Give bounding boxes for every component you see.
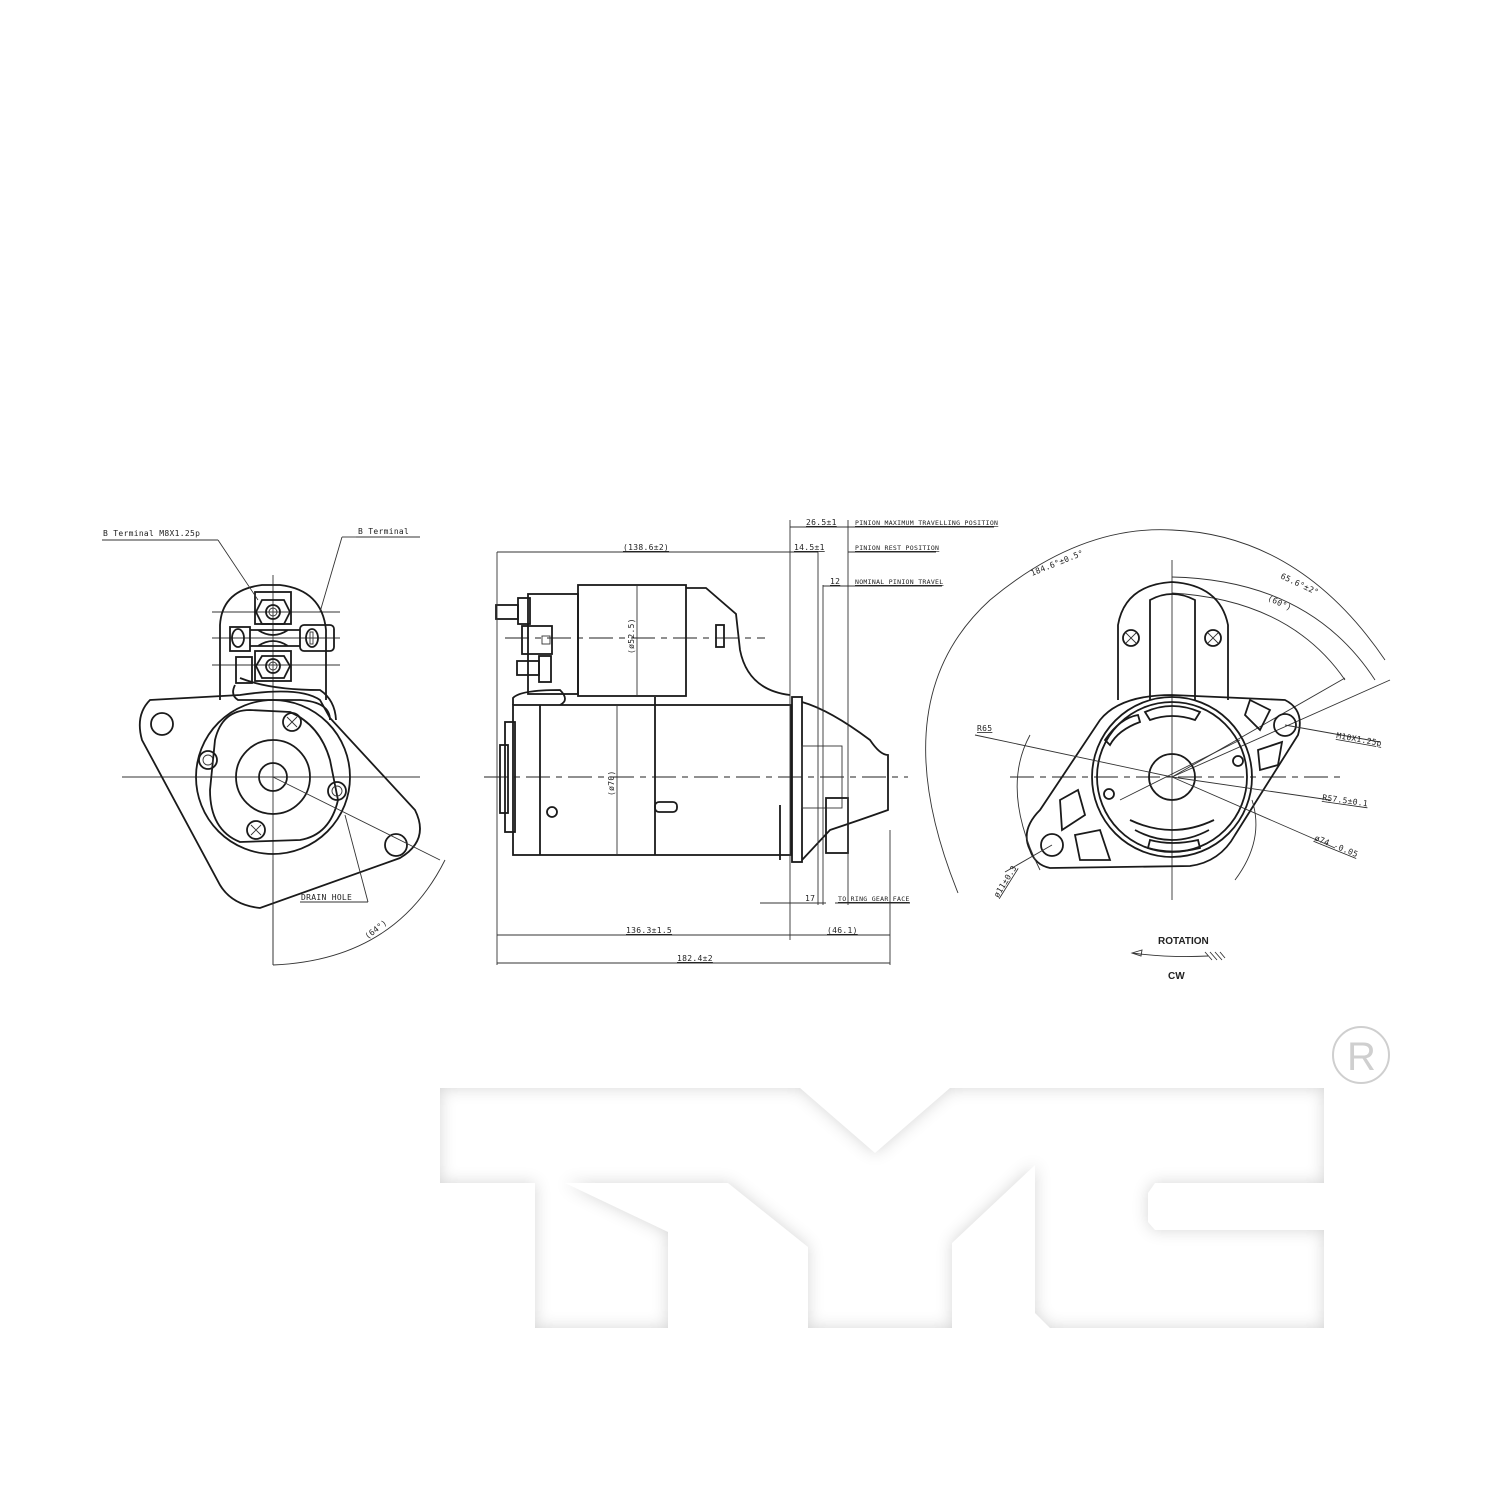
rotation-label: ROTATION bbox=[1158, 936, 1209, 947]
dim-nose-length: (46.1) bbox=[827, 926, 858, 935]
side-view bbox=[484, 520, 994, 965]
dim-r65: R65 bbox=[977, 724, 992, 733]
note-pinion-max: PINION MAXIMUM TRAVELLING POSITION bbox=[855, 519, 998, 527]
callout-b-terminal: B Terminal bbox=[358, 527, 409, 536]
callout-drain-hole: DRAIN HOLE bbox=[301, 893, 352, 902]
dim-nominal-travel: 12 bbox=[830, 577, 840, 586]
dim-bolt-thread: M10X1.25p bbox=[1336, 731, 1383, 748]
dim-mount-to-flange: 136.3±1.5 bbox=[626, 926, 672, 935]
tyc-logo bbox=[440, 1088, 1324, 1328]
dim-overall-length: 182.4±2 bbox=[677, 954, 713, 963]
dim-motor-dia: (ø70) bbox=[607, 770, 616, 796]
rotation-direction: CW bbox=[1168, 971, 1185, 982]
front-view bbox=[102, 536, 446, 966]
dim-hole-dia: ø11±0.3 bbox=[992, 864, 1019, 899]
note-pinion-rest: PINION REST POSITION bbox=[855, 544, 939, 552]
dim-pinion-max: 26.5±1 bbox=[806, 518, 837, 527]
rear-view bbox=[925, 529, 1391, 961]
callout-b-terminal-thread: B Terminal M8X1.25p bbox=[103, 529, 200, 538]
note-nominal-travel: NOMINAL PINION TRAVEL bbox=[855, 578, 943, 586]
dim-pilot-dia: ø74 -0.05 bbox=[1313, 834, 1359, 860]
note-ring-gear-face: TO RING GEAR FACE bbox=[838, 895, 910, 903]
registered-mark bbox=[1332, 1026, 1390, 1084]
dim-ring-gear: 17 bbox=[805, 894, 815, 903]
dim-overall-body: (138.6±2) bbox=[623, 543, 669, 552]
dim-solenoid-dia: (ø52.5) bbox=[627, 618, 636, 654]
dim-r57: R57.5±0.1 bbox=[1322, 793, 1369, 808]
dim-arc-mid: 65.6°±2° bbox=[1279, 572, 1320, 597]
registered-mark-letter: R bbox=[1347, 1035, 1376, 1079]
angle-64: (64°) bbox=[363, 918, 389, 941]
dim-pinion-rest: 14.5±1 bbox=[794, 543, 825, 552]
dim-arc-small: (60°) bbox=[1266, 594, 1293, 613]
dim-arc-large: 184.6°±0.5° bbox=[1029, 548, 1085, 577]
